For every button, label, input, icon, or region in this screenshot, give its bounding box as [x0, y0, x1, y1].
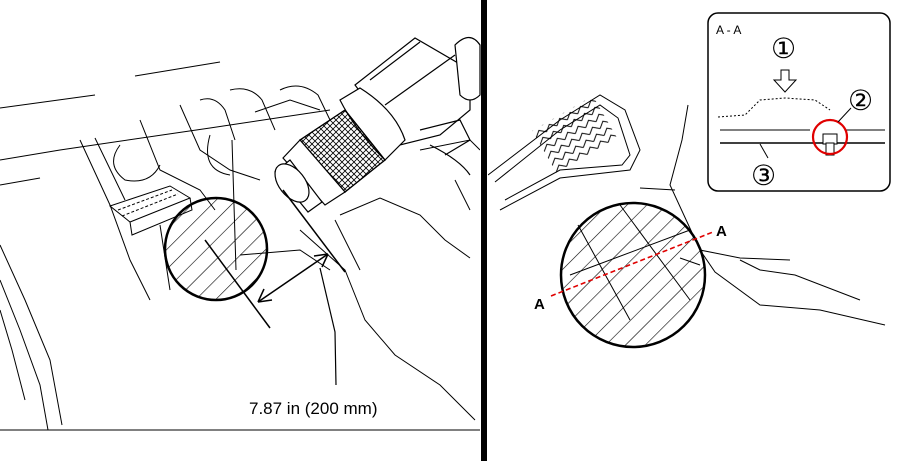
inset-title: A - A — [716, 23, 741, 37]
left-target-area — [163, 196, 269, 302]
dimension-lines — [204, 189, 346, 386]
section-marker-start: A — [534, 296, 545, 313]
callout-3: ③ — [751, 160, 776, 191]
panel-divider — [481, 0, 487, 461]
section-marker-end: A — [716, 223, 727, 240]
clip-highlight — [811, 118, 849, 156]
callout-1: ① — [771, 33, 796, 64]
callout-2: ② — [848, 85, 873, 116]
section-line — [550, 231, 714, 297]
heat-gun-drawing — [274, 36, 481, 213]
right-illustration — [488, 94, 886, 326]
dimension-label: 7.87 in (200 mm) — [249, 399, 378, 418]
right-target-area — [559, 201, 707, 349]
down-arrow-icon — [772, 69, 798, 93]
section-inset: A - A ① ② ③ — [707, 12, 891, 192]
